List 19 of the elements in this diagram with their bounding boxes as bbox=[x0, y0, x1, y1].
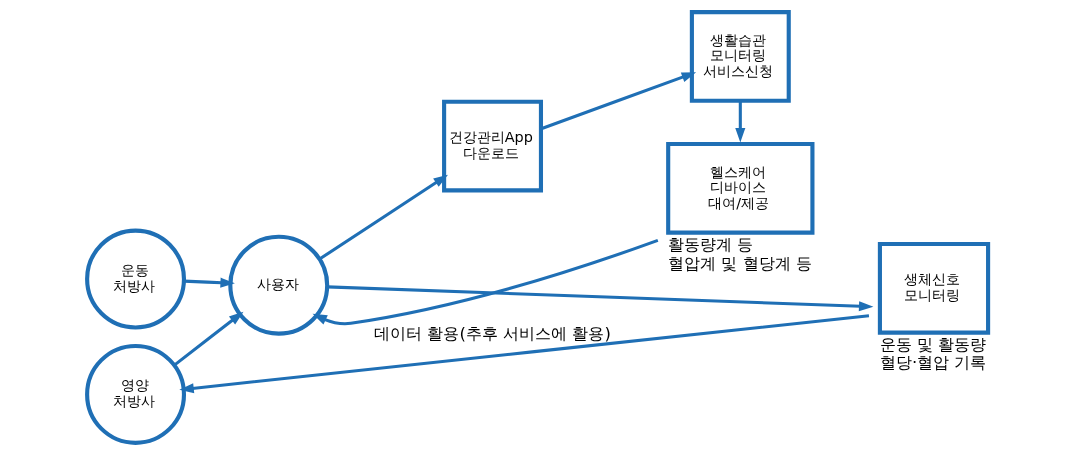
arrow bbox=[326, 285, 873, 312]
arrow bbox=[318, 174, 448, 261]
arrow bbox=[172, 311, 243, 367]
node-label: 활동량계 등 bbox=[667, 234, 753, 254]
node-circle: 운동 처방사 bbox=[84, 228, 186, 330]
node-label: 혈당·혈압 기록 bbox=[879, 353, 986, 373]
arrow bbox=[183, 277, 235, 288]
node-circle: 영양 처방사 bbox=[84, 343, 186, 445]
node-label: 운동 및 활동량 bbox=[879, 334, 986, 354]
arrow bbox=[178, 314, 869, 394]
node-box: 생활습관 모니터링 서비스신청 bbox=[689, 10, 791, 103]
node-box: 헬스케어 디바이스 대여/제공 bbox=[665, 142, 814, 235]
arrow bbox=[734, 100, 745, 143]
node-box: 건강관리App 다운로드 bbox=[441, 99, 543, 193]
node-label: 혈압계 및 혈당계 등 bbox=[667, 253, 812, 273]
arrow bbox=[312, 238, 658, 326]
arrow bbox=[540, 72, 696, 131]
edge-label: 데이터 활용(추후 서비스에 활용) bbox=[373, 323, 611, 343]
node-box: 생체신호 모니터링 bbox=[877, 241, 990, 335]
